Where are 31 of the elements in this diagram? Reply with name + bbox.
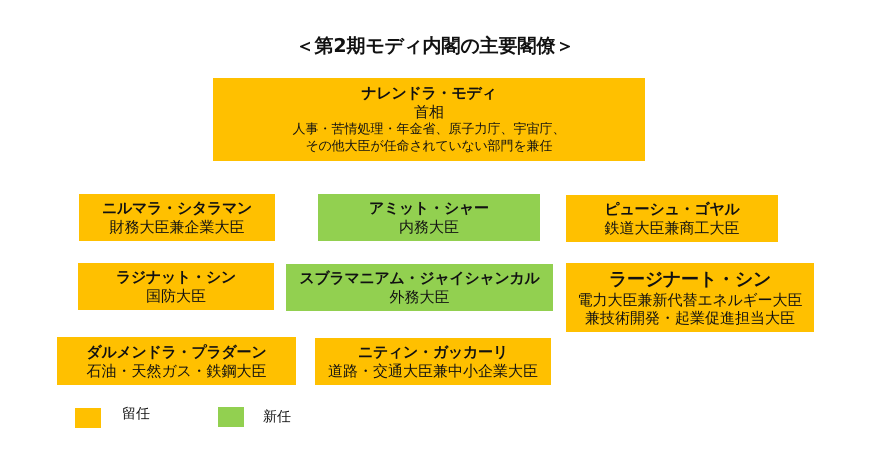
minister-box (315, 338, 551, 385)
minister-name: ダルメンドラ・プラダーン (86, 342, 266, 362)
minister-name: ピューシュ・ゴヤル (604, 200, 740, 219)
position-title: 鉄道大臣兼商工大臣 (604, 219, 740, 237)
position-title: 外務大臣 (390, 288, 450, 306)
diagram-title: ＜第2期モディ内閣の主要閣僚＞ (295, 35, 575, 57)
minister-box (78, 263, 274, 310)
position-title: 国防大臣 (146, 287, 206, 305)
minister-box (566, 263, 814, 332)
minister-name: ニティン・ガッカーリ (358, 343, 508, 362)
position-title: 道路・交通大臣兼中小企業大臣 (328, 362, 538, 380)
position-title: 電力大臣兼新代替エネルギー大臣兼技術開発・起業促進担当大臣 (576, 291, 804, 327)
minister-box (286, 264, 553, 311)
minister-box (566, 195, 778, 242)
minister-box (79, 194, 275, 241)
position-title: 内務大臣 (399, 218, 459, 236)
legend-label: 留任 (122, 405, 150, 423)
minister-name: アミット・シャー (369, 199, 489, 218)
minister-name: ニルマラ・シタラマン (102, 199, 252, 218)
minister-box (213, 78, 645, 161)
position-title: 財務大臣兼企業大臣 (110, 218, 244, 236)
minister-name: ラジナット・シン (116, 268, 236, 287)
minister-name: スブラマニアム・ジャイシャンカル (300, 269, 540, 288)
portfolio-note: 人事・苦情処理・年金省、原子力庁、宇宙庁、その他大臣が任命されていない部門を兼任 (292, 121, 566, 155)
minister-box (318, 194, 540, 241)
minister-box (57, 337, 296, 385)
position-title: 首相 (414, 103, 444, 121)
position-title: 石油・天然ガス・鉄鋼大臣 (86, 362, 266, 380)
minister-name: ナレンドラ・モディ (362, 84, 496, 103)
minister-name: ラージナート・シン (609, 268, 771, 291)
legend-label: 新任 (263, 408, 291, 426)
